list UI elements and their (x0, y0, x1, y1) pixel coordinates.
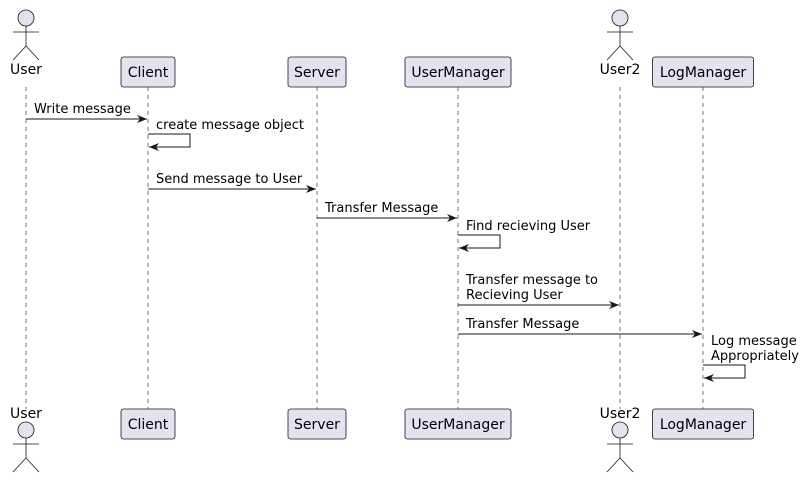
actor-head-icon (17, 9, 35, 27)
actor-head-icon (611, 421, 629, 439)
participant-box (652, 56, 754, 88)
participant-box (287, 408, 347, 440)
participant-usermanager-top: UserManager (404, 56, 512, 88)
message-label: create message object (156, 118, 304, 133)
message-2: create message object (148, 118, 304, 151)
message-label: Transfer message to (465, 273, 598, 288)
actor-label: User2 (600, 62, 641, 78)
participant-label: LogManager (660, 417, 747, 433)
arrowhead-icon (149, 143, 159, 151)
arrowhead-icon (692, 330, 702, 338)
arrowhead-icon (704, 374, 714, 382)
participant-client-bottom: Client (120, 408, 176, 440)
participant-label: UserManager (411, 65, 505, 81)
participant-label: Client (128, 65, 169, 81)
participant-logmanager-bottom: LogManager (652, 408, 754, 440)
message-3: Send message to User (148, 172, 316, 193)
participant-label: Client (128, 417, 169, 433)
message-line (458, 234, 501, 249)
actor-user2-bottom: User2 (600, 406, 641, 473)
actor-leg-left (12, 457, 27, 473)
arrowhead-icon (137, 115, 147, 123)
message-4: Transfer Message (317, 201, 457, 222)
message-label: Find recieving User (466, 219, 591, 234)
message-label: Transfer Message (465, 317, 579, 332)
arrowhead-icon (447, 214, 457, 222)
message-label: Transfer Message (324, 201, 438, 216)
participant-label: UserManager (411, 417, 505, 433)
participant-label: Server (294, 417, 340, 433)
participant-label: Server (294, 65, 340, 81)
actor-user2-top: User2 (600, 9, 641, 78)
participant-box (120, 56, 176, 88)
actor-leg-right (619, 457, 634, 473)
actor-label: User (10, 406, 42, 422)
arrowhead-icon (609, 301, 619, 309)
arrowhead-icon (306, 185, 316, 193)
participant-server-bottom: Server (287, 408, 347, 440)
participants-top: User Client Server UserManager User2 LogManag… (10, 9, 754, 88)
participant-box (652, 408, 754, 440)
lifelines (25, 87, 704, 409)
message-line (148, 133, 191, 148)
arrowhead-icon (459, 244, 469, 252)
participant-label: LogManager (660, 65, 747, 81)
message-label: Recieving User (466, 288, 563, 303)
actor-leg-left (606, 45, 621, 61)
message-label: Appropriately (711, 349, 799, 364)
message-7: Transfer Message (458, 317, 702, 338)
actor-user-bottom: User (10, 406, 42, 473)
participant-box (404, 56, 512, 88)
participant-logmanager-top: LogManager (652, 56, 754, 88)
participant-client-top: Client (120, 56, 176, 88)
actor-leg-right (25, 457, 40, 473)
message-1: Write message (26, 102, 147, 123)
message-label: Send message to User (156, 172, 303, 187)
participant-box (404, 408, 512, 440)
actor-leg-left (12, 45, 27, 61)
participant-server-top: Server (287, 56, 347, 88)
actor-head-icon (611, 9, 629, 27)
actor-head-icon (17, 421, 35, 439)
actor-leg-right (25, 45, 40, 61)
message-label: Log message (711, 334, 797, 349)
actor-leg-right (619, 45, 634, 61)
actor-leg-left (606, 457, 621, 473)
actor-label: User (10, 62, 42, 78)
participant-usermanager-bottom: UserManager (404, 408, 512, 440)
message-5: Find recieving User (458, 219, 591, 252)
message-line (703, 364, 746, 379)
message-label: Write message (34, 102, 131, 117)
actor-user-top: User (10, 9, 42, 78)
participant-box (120, 408, 176, 440)
participant-box (287, 56, 347, 88)
actor-label: User2 (600, 406, 641, 422)
